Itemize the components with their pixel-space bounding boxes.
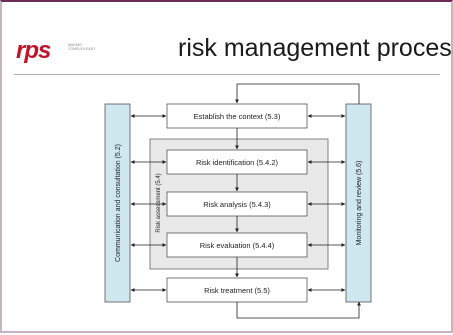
logo-mark: rps (16, 37, 51, 64)
identification-box (166, 149, 308, 175)
monitoring-panel (345, 103, 372, 303)
logo-tagline: MAKING COMPLEX EASY (68, 43, 96, 51)
monitoring-label: Monitoring and review (5.6) (356, 161, 363, 246)
communication-panel (104, 103, 131, 303)
consultation-arrows (130, 114, 346, 292)
title-divider (14, 74, 440, 75)
context-label: Establish the context (5.3) (194, 112, 281, 121)
slide-title: risk management process (178, 34, 453, 62)
communication-label: Communication and consultation (5.2) (115, 144, 122, 262)
flow-arrows (235, 83, 361, 319)
treatment-box (166, 277, 308, 303)
context-box (166, 103, 308, 129)
treatment-label: Risk treatment (5.5) (204, 286, 270, 295)
assessment-label: Risk assessment (5.4) (156, 173, 162, 232)
rps-logo: rps MAKING COMPLEX EASY (16, 37, 96, 64)
evaluation-box (166, 232, 308, 258)
identification-label: Risk identification (5.4.2) (196, 158, 279, 167)
analysis-label: Risk analysis (5.4.3) (203, 200, 271, 209)
evaluation-label: Risk evaluation (5.4.4) (200, 241, 275, 250)
analysis-box (166, 191, 308, 217)
